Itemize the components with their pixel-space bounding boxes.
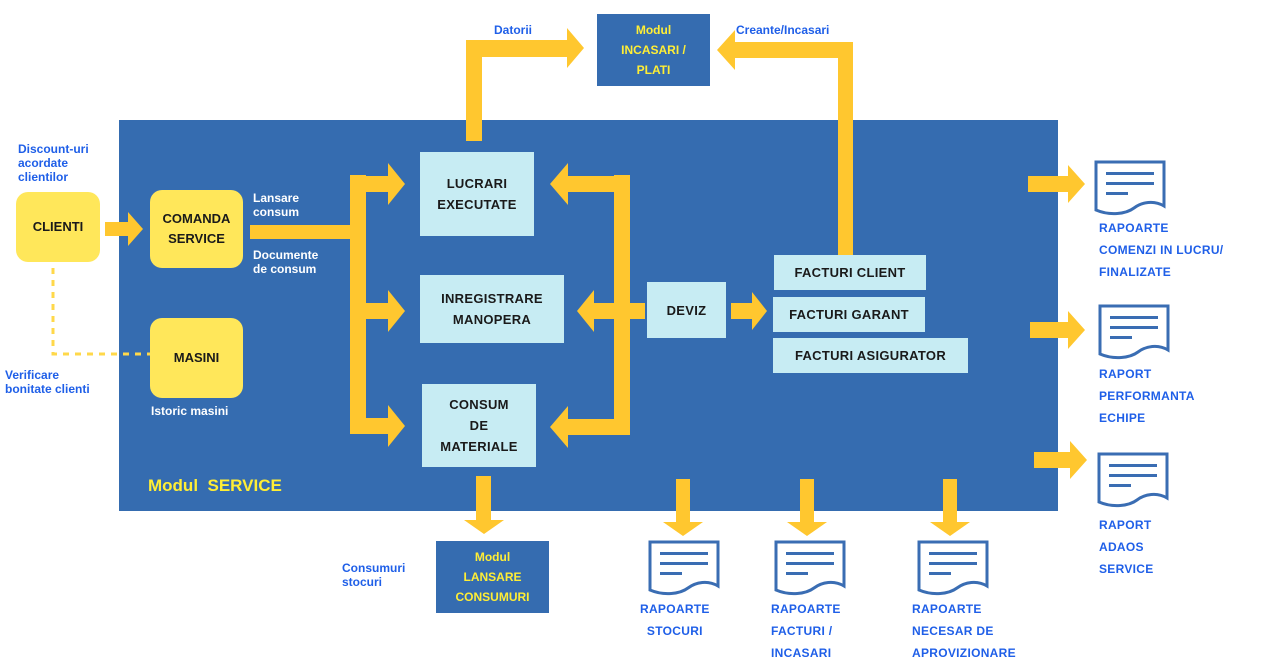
modul-lansare-line1: Modul [474, 550, 511, 564]
masini-box[interactable]: MASINI [150, 318, 243, 398]
facturi-asigurator-label: FACTURI ASIGURATOR [794, 348, 947, 363]
discount-label: Discount-uri acordate clientilor [18, 142, 89, 184]
inregistrare-manopera-box[interactable]: INREGISTRARE MANOPERA [420, 275, 564, 343]
deviz-box[interactable]: DEVIZ [647, 282, 726, 338]
modul-lansare-consumuri-box[interactable]: Modul LANSARE CONSUMURI [436, 541, 549, 613]
modul-lansare-line2: LANSARE [463, 570, 522, 584]
consumuri-stocuri-label: Consumuri stocuri [342, 561, 406, 589]
document-report-icon [917, 540, 989, 596]
modul-lansare-line3: CONSUMURI [455, 590, 530, 604]
dashed-connector-clienti-masini [51, 268, 158, 356]
modul-incasari-line2: INCASARI / [621, 43, 686, 57]
clienti-box[interactable]: CLIENTI [16, 192, 100, 262]
modul-incasari-line1: Modul [635, 23, 672, 37]
arrow-report-facturi [787, 479, 827, 536]
lansare-consum-label: Lansare consum [253, 191, 300, 219]
comanda-service-box[interactable]: COMANDA SERVICE [150, 190, 243, 268]
report-label-comenzi[interactable]: RAPOARTE COMENZI IN LUCRU/ FINALIZATE [1099, 221, 1224, 279]
facturi-asigurator-box[interactable]: FACTURI ASIGURATOR [773, 338, 968, 373]
istoric-masini-label: Istoric masini [151, 404, 229, 418]
modul-incasari-plati-box[interactable]: Modul INCASARI / PLATI [597, 14, 710, 86]
arrow-report-necesar [930, 479, 970, 536]
facturi-client-label: FACTURI CLIENT [794, 265, 906, 280]
creante-label: Creante/Incasari [736, 23, 830, 37]
clienti-label: CLIENTI [32, 219, 84, 234]
arrow-back-to-lucrari [550, 163, 630, 205]
facturi-client-box[interactable]: FACTURI CLIENT [774, 255, 926, 290]
service-module-title: Modul SERVICE [148, 476, 282, 495]
lucrari-executate-box[interactable]: LUCRARI EXECUTATE [420, 152, 534, 236]
document-report-icon [648, 540, 720, 596]
arrow-deviz-to-facturi [731, 292, 767, 330]
facturi-garant-label: FACTURI GARANT [789, 307, 909, 322]
document-report-icon [774, 540, 846, 596]
arrow-clienti-to-comanda [105, 212, 143, 246]
arrow-report-2 [1030, 311, 1085, 349]
arrow-back-to-consum [550, 406, 630, 448]
modul-incasari-line3: PLATI [636, 63, 671, 77]
arrow-back-to-inregistrare [577, 290, 645, 332]
consum-materiale-box[interactable]: CONSUM DE MATERIALE [422, 384, 536, 467]
documente-consum-label: Documente de consum [253, 248, 319, 276]
arrow-consum-to-lansare [464, 476, 504, 534]
report-label-performanta[interactable]: RAPORT PERFORMANTA ECHIPE [1099, 367, 1195, 425]
document-report-icon [1098, 304, 1170, 360]
datorii-label: Datorii [494, 23, 533, 37]
arrow-report-1 [1028, 165, 1085, 203]
arrow-to-inregistrare [350, 290, 405, 332]
report-label-adaos[interactable]: RAPORT ADAOS SERVICE [1099, 518, 1154, 576]
arrow-datorii [466, 28, 584, 141]
arrow-to-consum [350, 405, 405, 447]
document-report-icon [1094, 160, 1166, 216]
arrow-report-stocuri [663, 479, 703, 536]
facturi-garant-box[interactable]: FACTURI GARANT [773, 297, 925, 332]
masini-label: MASINI [173, 350, 220, 365]
report-label-necesar[interactable]: RAPOARTE NECESAR DE APROVIZIONARE [912, 602, 1016, 660]
document-report-icon [1097, 452, 1169, 508]
consum-materiale-label: CONSUM DE MATERIALE [440, 397, 518, 454]
inregistrare-manopera-label: INREGISTRARE MANOPERA [441, 291, 543, 327]
verificare-label: Verificare bonitate clienti [5, 368, 90, 396]
arrow-to-lucrari [350, 163, 405, 205]
deviz-label: DEVIZ [666, 302, 707, 318]
arrow-creante [717, 30, 853, 255]
arrow-comanda-bus [250, 225, 366, 239]
report-label-facturi[interactable]: RAPOARTE FACTURI / INCASARI [771, 602, 841, 660]
arrow-report-3 [1034, 441, 1087, 479]
report-label-stocuri[interactable]: RAPOARTE STOCURI [640, 602, 710, 638]
comanda-service-label: COMANDA SERVICE [162, 211, 231, 246]
lucrari-executate-label: LUCRARI EXECUTATE [437, 176, 517, 212]
